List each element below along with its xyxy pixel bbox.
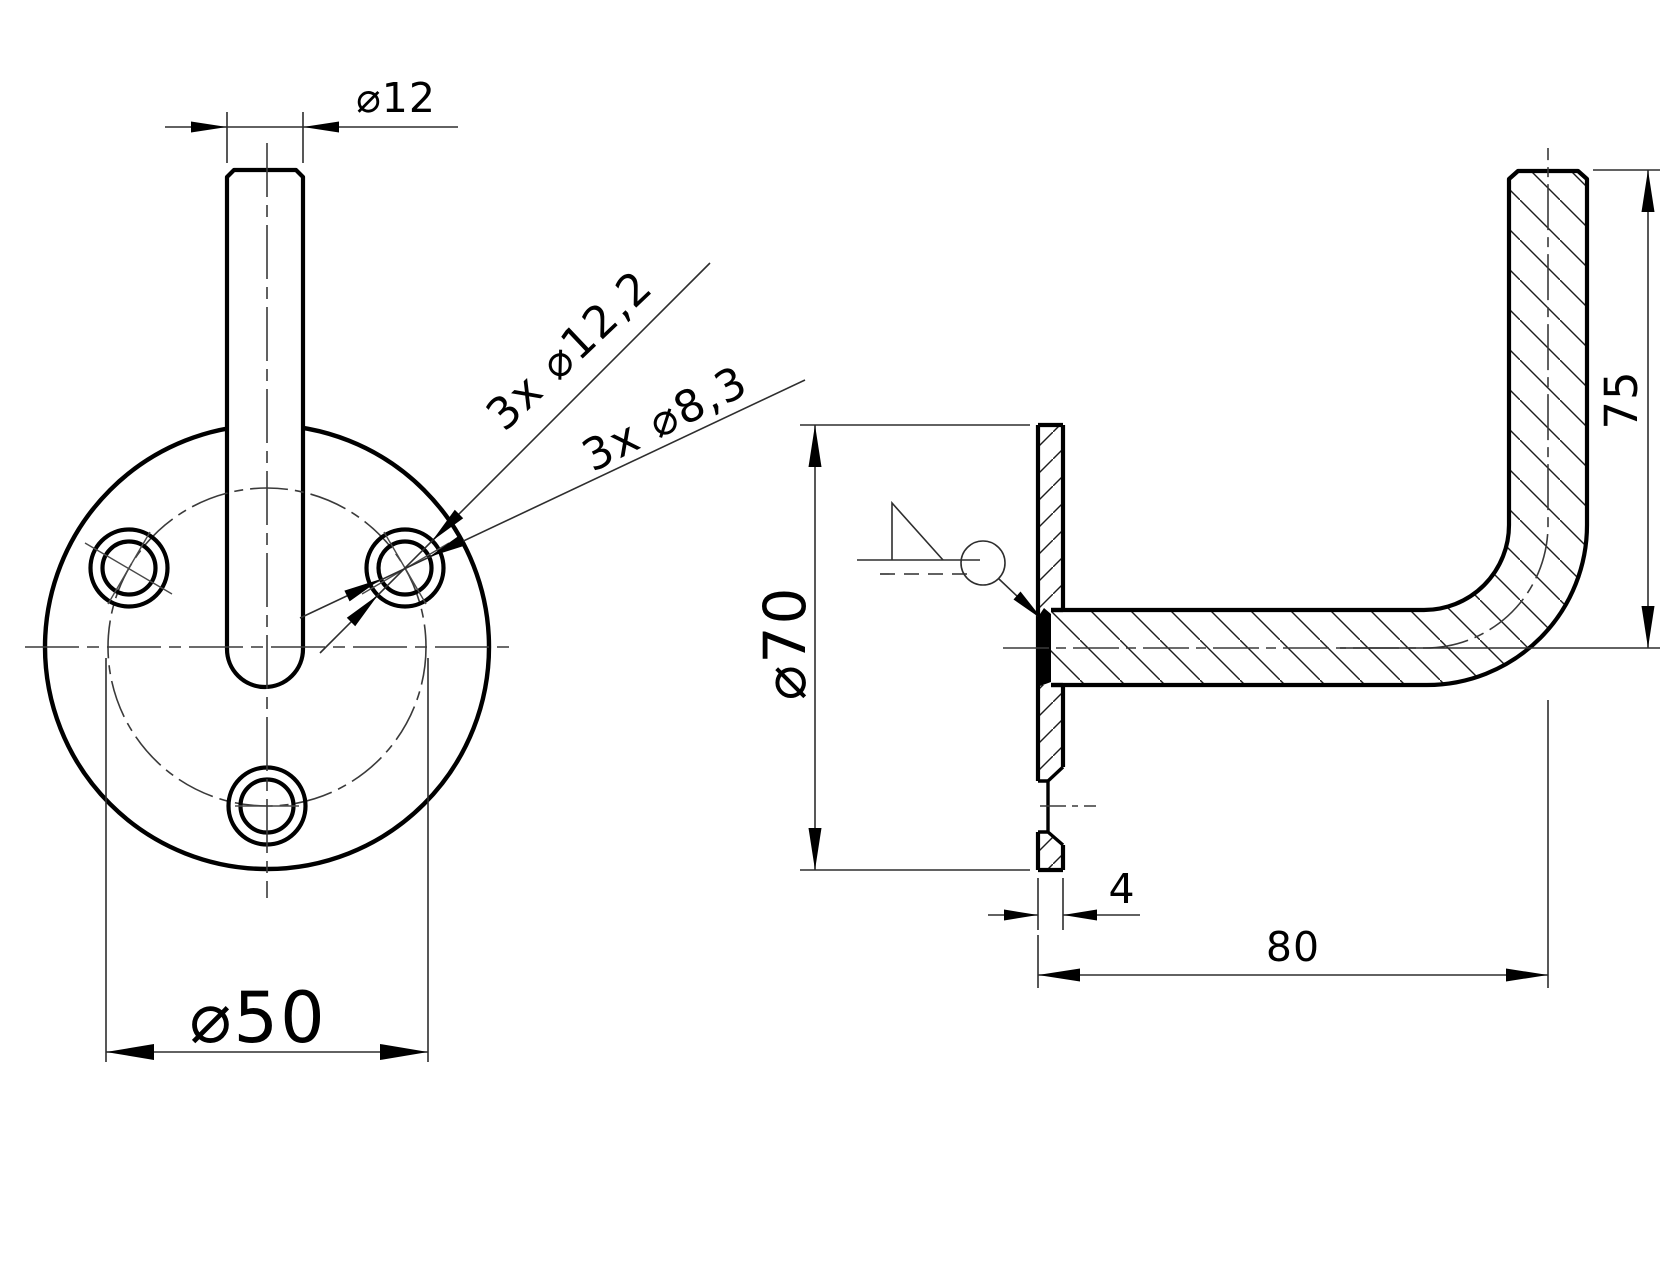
dim-arm-length-text: 80 — [1266, 923, 1320, 971]
side-view: ⌀70 75 4 80 — [751, 148, 1660, 988]
weld-symbol-leader-arrow — [1013, 591, 1043, 620]
dim-plate-diameter-text: ⌀70 — [751, 586, 819, 701]
hole-top-left-centermark — [84, 531, 173, 605]
dim-pin-arrow-right — [303, 121, 339, 133]
leader-through-hole-line — [299, 379, 806, 619]
dim-plate-diameter-extension-lines — [800, 424, 1030, 871]
dim-plate-diameter-arrow-top — [808, 425, 822, 467]
dim-bolt-circle-text: ⌀50 — [189, 977, 326, 1059]
weld-symbol-fillet-triangle — [891, 500, 944, 561]
dim-plate-thickness-text: 4 — [1108, 865, 1135, 913]
dim-plate-thickness-arrow-right — [1063, 909, 1097, 921]
weld-bead — [1040, 608, 1051, 686]
pin-outline — [224, 167, 306, 690]
dim-plate-thickness-extension-lines — [1037, 878, 1064, 930]
dim-bolt-circle-arrow-right — [380, 1044, 428, 1060]
plate-hatch-mid — [1038, 685, 1063, 781]
dim-pin-extension-lines — [226, 112, 304, 163]
dim-arm-length-arrow-left — [1038, 968, 1080, 982]
plate-hatch-upper — [1038, 425, 1063, 610]
hole-top-right — [361, 527, 450, 609]
leader-counterbore-arrow-sw — [346, 595, 378, 627]
weld-symbol — [857, 500, 1043, 620]
leader-counterbore-arrow-ne — [432, 509, 464, 541]
plate-hatch-lower — [1038, 832, 1063, 870]
dim-pin-diameter: ⌀12 — [165, 74, 458, 163]
dim-arm-length: 80 — [1037, 923, 1548, 988]
leader-through-hole-text: 3x ⌀8,3 — [574, 356, 756, 482]
arm-centerline — [1003, 148, 1549, 649]
dim-arm-height-text: 75 — [1595, 370, 1648, 429]
front-view: ⌀12 3x ⌀12,2 3x ⌀8,3 ⌀50 — [25, 74, 806, 1062]
dim-bolt-circle-arrow-left — [106, 1044, 154, 1060]
dim-bolt-circle-extension-lines — [105, 658, 429, 1062]
dim-bolt-circle: ⌀50 — [105, 658, 429, 1062]
dim-pin-text: ⌀12 — [356, 74, 436, 122]
dim-plate-diameter-arrow-bottom — [808, 828, 822, 870]
dim-arm-height-extension-lines — [1340, 169, 1660, 649]
weld-symbol-all-around-circle — [960, 540, 1006, 586]
leader-through-hole-arrow-ne — [429, 534, 466, 557]
dim-arm-height: 75 — [1340, 169, 1660, 649]
arm-hatch — [1051, 171, 1587, 685]
dim-arm-height-arrow-top — [1641, 170, 1655, 212]
hole-top-left — [84, 527, 173, 609]
dim-plate-thickness-arrow-left — [1004, 909, 1038, 921]
leader-through-hole-arrow-sw — [344, 579, 381, 602]
arm-outline — [1051, 168, 1590, 688]
dim-plate-thickness: 4 — [988, 865, 1140, 930]
dim-arm-length-arrow-right — [1506, 968, 1548, 982]
dim-arm-height-arrow-bottom — [1641, 606, 1655, 648]
dim-plate-diameter: ⌀70 — [751, 424, 1030, 871]
leader-counterbore-line — [319, 262, 711, 654]
dim-pin-arrow-left — [191, 121, 227, 133]
